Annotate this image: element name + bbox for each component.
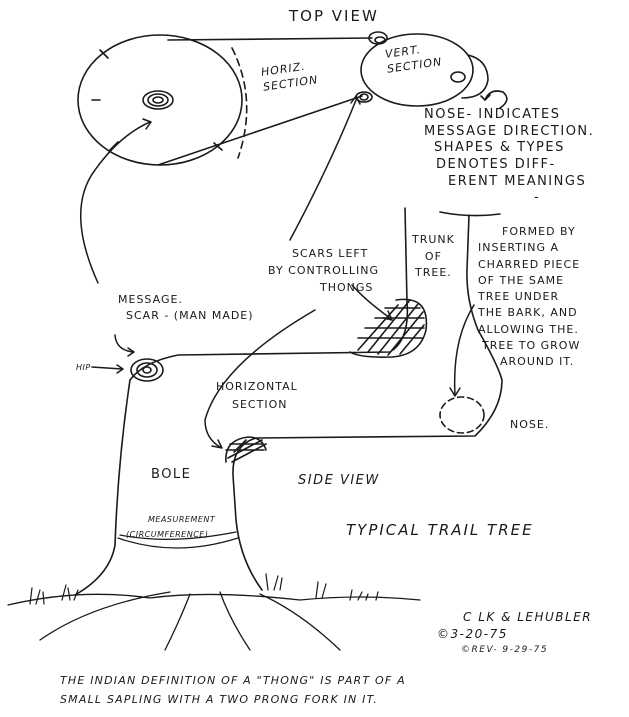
scars-note: SCARS LEFT BY CONTROLLING THONGS bbox=[268, 245, 379, 296]
footer-note: THE INDIAN DEFINITION OF A "THONG" IS PA… bbox=[60, 672, 406, 709]
horiz-bottom-edge bbox=[158, 96, 362, 165]
trunk-label: TRUNK OF TREE. bbox=[412, 232, 455, 282]
horiz-hidden-edge bbox=[232, 48, 247, 158]
hip-label: HIP bbox=[76, 363, 91, 374]
bole-label: BOLE bbox=[151, 466, 191, 484]
upper-thong-scar bbox=[350, 299, 426, 357]
top-view-title: TOP VIEW bbox=[289, 6, 379, 26]
measurement-label: MEASUREMENT (CIRCUMFERENCE) bbox=[126, 512, 215, 542]
message-scar-label: MESSAGE. SCAR - (MAN MADE) bbox=[118, 292, 254, 324]
diagram-title: TYPICAL TRAIL TREE bbox=[346, 520, 534, 540]
top-nose bbox=[462, 55, 488, 98]
horizontal-section-label: HORIZONTAL SECTION bbox=[216, 378, 298, 413]
credits: C LK & LEHUBLER ©3-20-75 ©REV- 9-29-75 bbox=[437, 609, 592, 657]
nose-hidden-outline bbox=[440, 397, 484, 433]
nose-label: NOSE. bbox=[510, 418, 549, 433]
message-scar-drawing bbox=[131, 359, 163, 381]
lower-thong-scar bbox=[226, 437, 266, 462]
side-view-label: SIDE VIEW bbox=[298, 472, 380, 490]
formed-note: FORMED BY INSERTING A CHARRED PIECE OF T… bbox=[478, 224, 580, 370]
nose-note: NOSE- INDICATES MESSAGE DIRECTION. SHAPE… bbox=[424, 107, 594, 207]
horiz-top-edge bbox=[168, 38, 372, 40]
